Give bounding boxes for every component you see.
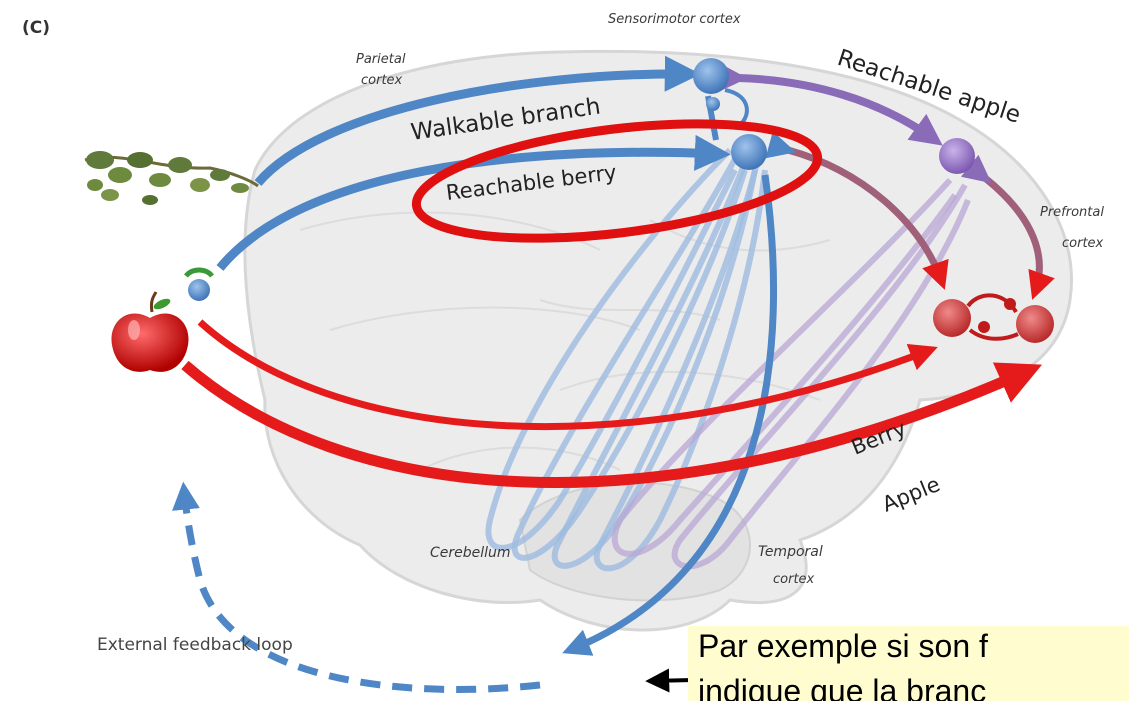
prefrontal-node xyxy=(939,138,975,174)
label-cerebellum: Cerebellum xyxy=(430,545,511,561)
label-external-feedback-loop: External feedback loop xyxy=(97,635,293,655)
callout-text-line-2: indique que la branc xyxy=(698,673,987,701)
label-temporal-2: cortex xyxy=(773,572,815,587)
label-temporal-1: Temporal xyxy=(758,544,823,560)
label-parietal-1: Parietal xyxy=(356,52,406,67)
label-parietal-2: cortex xyxy=(361,73,403,88)
sensorimotor-node-link xyxy=(706,97,720,111)
highlight-ellipse xyxy=(411,119,823,243)
label-prefrontal-2: cortex xyxy=(1062,236,1104,251)
sensorimotor-node-top xyxy=(693,58,729,94)
apple-image xyxy=(111,291,189,372)
neural-nodes xyxy=(693,58,1054,343)
ventral-node-left xyxy=(933,299,971,337)
branch-foliage-image xyxy=(84,151,259,205)
callout-box: Par exemple si son f indique que la bran… xyxy=(688,626,1129,701)
label-prefrontal-1: Prefrontal xyxy=(1040,205,1104,220)
panel-label: (C) xyxy=(22,18,51,38)
sensorimotor-node-bottom xyxy=(731,134,767,170)
callout-text-line-1: Par exemple si son f xyxy=(698,628,988,664)
ventral-node-right xyxy=(1016,305,1054,343)
berry-image xyxy=(184,267,214,301)
label-apple: Apple xyxy=(879,472,943,517)
label-sensorimotor: Sensorimotor cortex xyxy=(608,12,741,27)
ventral-pathways xyxy=(181,319,1043,488)
cerebellar-loops xyxy=(485,147,971,572)
external-feedback-loop xyxy=(172,481,541,693)
